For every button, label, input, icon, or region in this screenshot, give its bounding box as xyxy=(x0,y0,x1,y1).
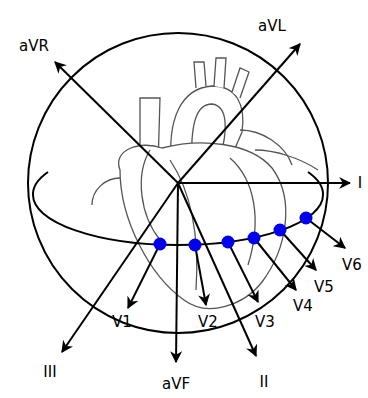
lead-label: V2 xyxy=(198,315,218,330)
lead-label: V1 xyxy=(112,315,132,330)
lead-label: II xyxy=(260,375,269,390)
chest-lead-vectors xyxy=(128,218,345,308)
lead-label: V4 xyxy=(293,299,313,314)
lead-label: III xyxy=(43,365,56,380)
lead-label: aVR xyxy=(19,39,49,54)
lead-label: V3 xyxy=(255,315,275,330)
limb-lead-axes xyxy=(55,44,350,362)
lead-label: V5 xyxy=(314,280,334,295)
lead-label: I xyxy=(358,176,362,191)
lead-label: aVL xyxy=(258,19,286,34)
lead-label: aVF xyxy=(162,377,190,392)
lead-label: V6 xyxy=(342,258,362,273)
electrode-dots xyxy=(154,212,313,252)
